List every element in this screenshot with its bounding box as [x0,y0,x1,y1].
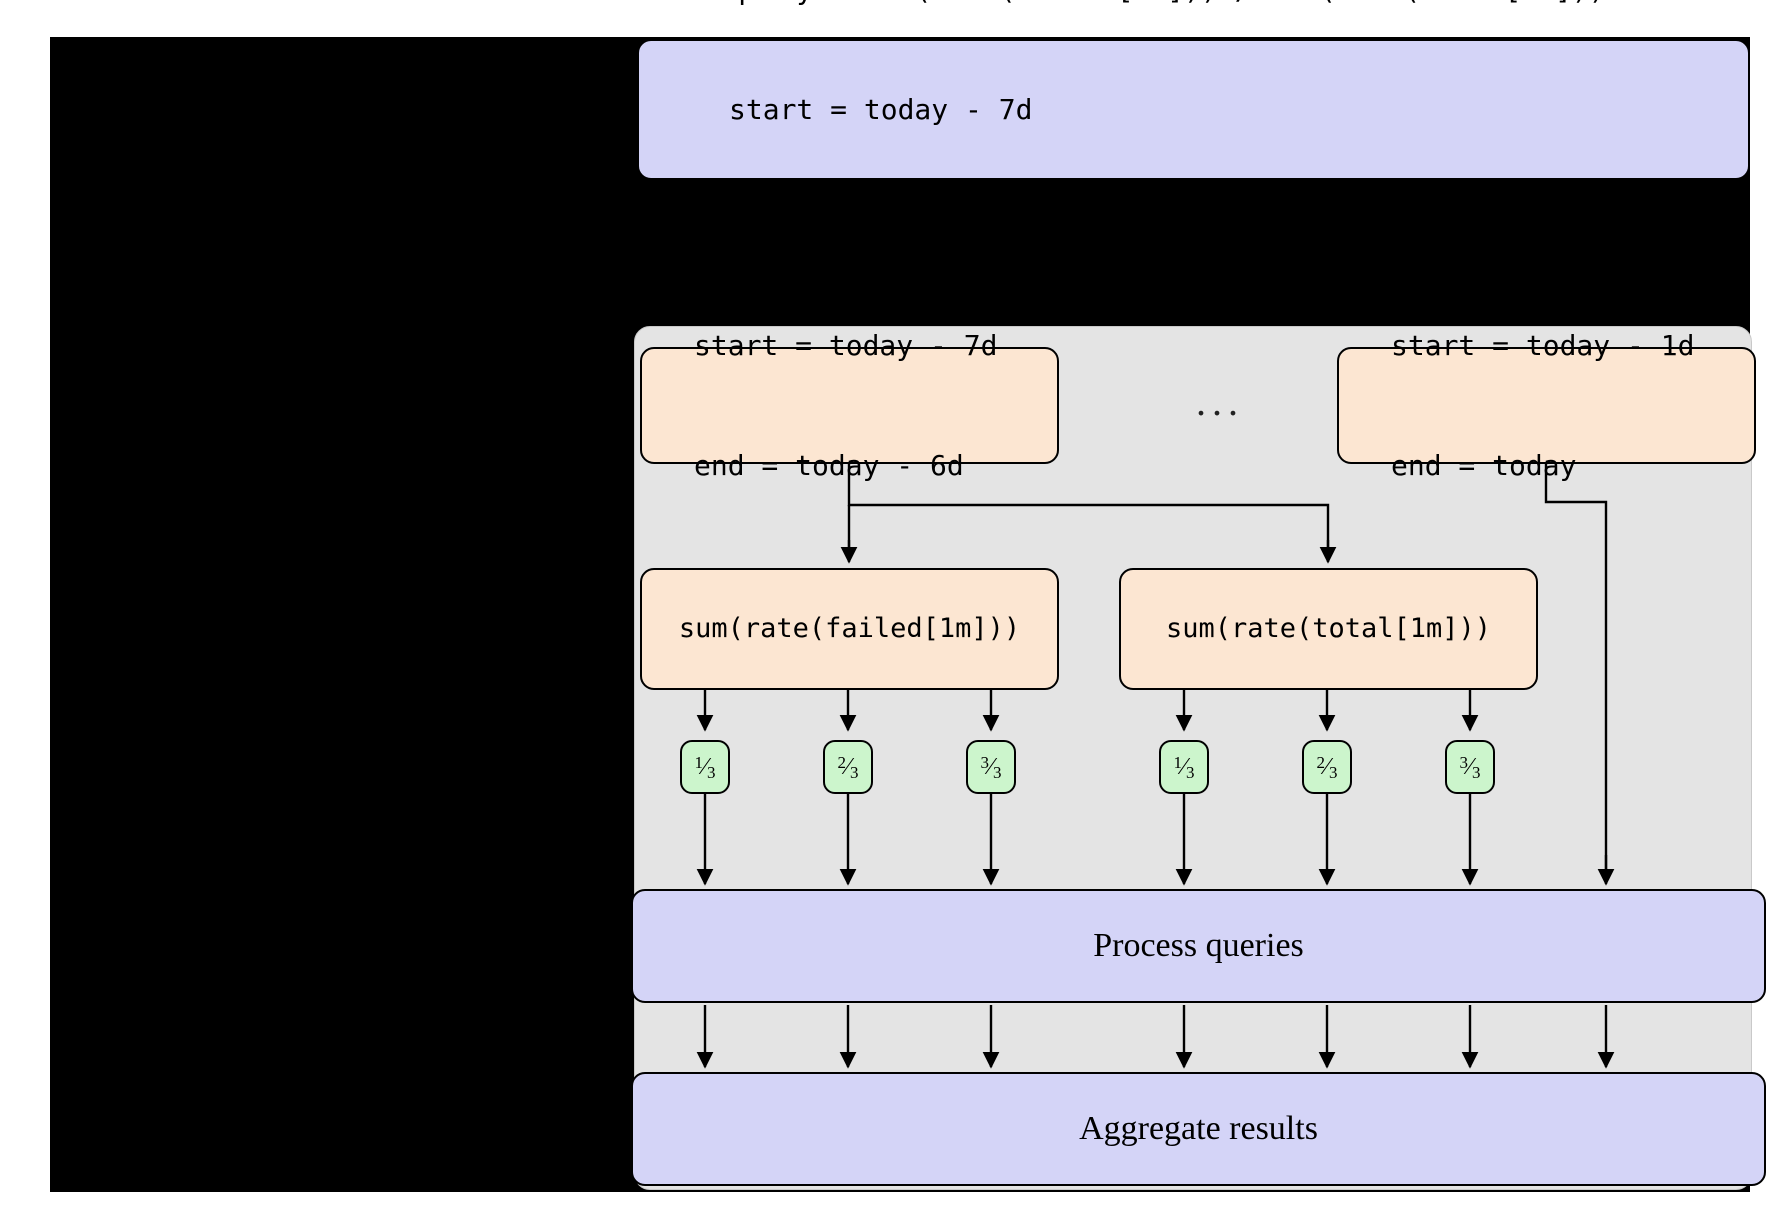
subquery-total-box[interactable]: sum(rate(total[1m])) [1119,568,1538,690]
shard-last-start: start = today - 1d [1391,328,1695,362]
aggregate-results-label: Aggregate results [1079,1110,1318,1147]
process-queries-stage[interactable]: Process queries [631,889,1766,1003]
page-badge-total-1[interactable]: 1⁄3 [1159,740,1209,794]
page-badge-fraction: 3⁄3 [980,752,1002,782]
query-line-2: start = today - 7d [729,92,1033,126]
page-badge-fraction: 1⁄3 [694,752,716,782]
shard-ellipsis: ... [1196,379,1244,424]
shard-first-start: start = today - 7d [694,328,998,362]
shard-last-code: start = today - 1d end = today [1339,246,1754,566]
shard-last-end: end = today [1391,448,1577,482]
page-badge-failed-3[interactable]: 3⁄3 [966,740,1016,794]
subquery-failed-box[interactable]: sum(rate(failed[1m])) [640,568,1059,690]
page-badge-total-3[interactable]: 3⁄3 [1445,740,1495,794]
page-badge-fraction: 1⁄3 [1173,752,1195,782]
original-query-box[interactable]: query = sum(rate(failed[1m])) / sum(rate… [637,0,1750,246]
process-queries-label: Process queries [1093,927,1304,964]
shard-first-box[interactable]: start = today - 7d end = today - 6d [640,329,1059,482]
page-badge-failed-2[interactable]: 2⁄3 [823,740,873,794]
query-line-3: end = today [729,212,915,246]
subquery-total-label: sum(rate(total[1m])) [1165,613,1492,644]
shard-first-code: start = today - 7d end = today - 6d [642,246,1057,566]
page-badge-total-2[interactable]: 2⁄3 [1302,740,1352,794]
page-badge-failed-1[interactable]: 1⁄3 [680,740,730,794]
aggregate-results-stage[interactable]: Aggregate results [631,1072,1766,1186]
shard-first-end: end = today - 6d [694,448,964,482]
original-query-code: query = sum(rate(failed[1m])) / sum(rate… [639,0,1748,330]
page-badge-fraction: 2⁄3 [837,752,859,782]
query-line-1: query = sum(rate(failed[1m])) / sum(rate… [729,0,1748,10]
subquery-failed-label: sum(rate(failed[1m])) [678,613,1021,644]
page-badge-fraction: 2⁄3 [1316,752,1338,782]
shard-last-box[interactable]: start = today - 1d end = today [1337,329,1756,482]
page-badge-fraction: 3⁄3 [1459,752,1481,782]
